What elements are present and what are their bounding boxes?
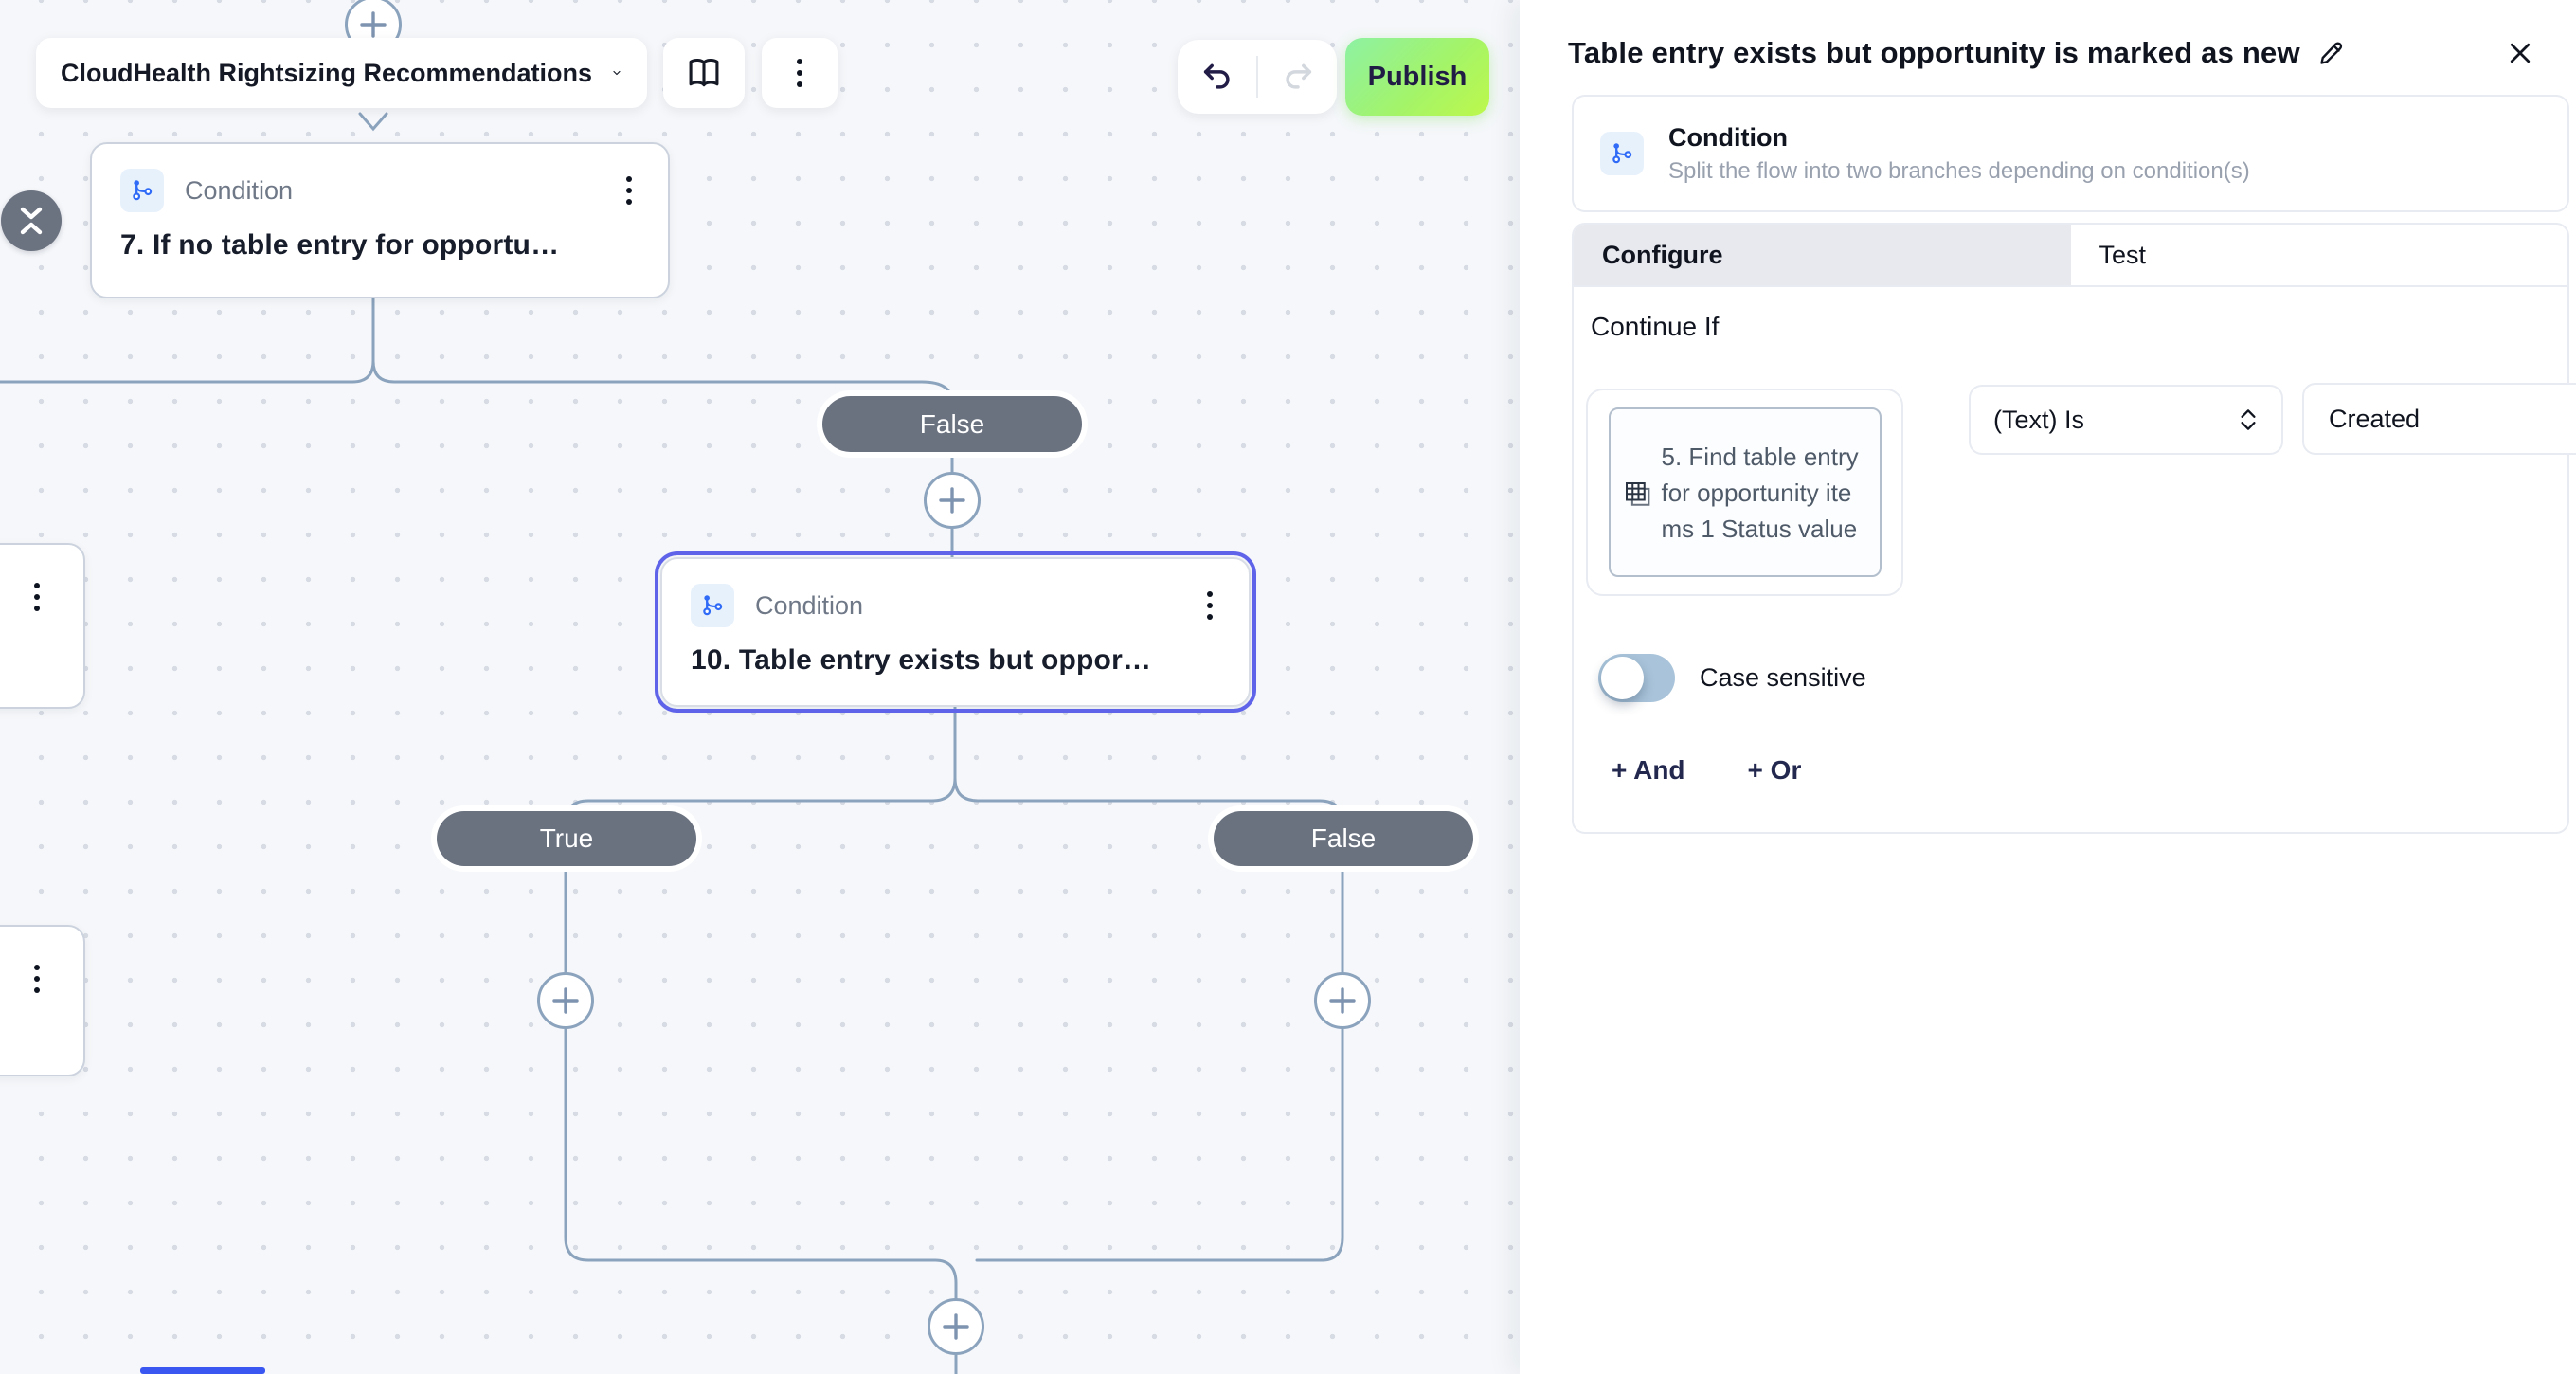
- add-step-button-merge[interactable]: [928, 1298, 984, 1355]
- branch-icon: [120, 169, 164, 212]
- flow-node-condition-7[interactable]: Condition 7. If no table entry for oppor…: [90, 142, 670, 298]
- collapse-icon: [20, 207, 43, 235]
- flow-name: CloudHealth Rightsizing Recommendations: [61, 58, 593, 87]
- case-sensitive-label: Case sensitive: [1700, 663, 1866, 692]
- divider: [1256, 56, 1258, 98]
- step-type-card: Condition Split the flow into two branch…: [1572, 95, 2569, 212]
- comparison-value-input[interactable]: [2302, 383, 2576, 455]
- configure-section: Configure Test Continue If 5. Find table…: [1572, 223, 2576, 834]
- node-menu-button[interactable]: [27, 961, 47, 997]
- canvas-scroll-indicator: [140, 1367, 265, 1374]
- docs-button[interactable]: [663, 38, 745, 108]
- step-config-panel: Table entry exists but opportunity is ma…: [1520, 0, 2576, 1374]
- canvas-menu-button[interactable]: [762, 38, 838, 108]
- updown-chevron-icon: [2241, 409, 2256, 430]
- chevron-down-icon: [613, 70, 621, 76]
- close-panel-button[interactable]: [2506, 39, 2534, 67]
- plus-icon: [939, 487, 965, 514]
- condition-operand-field: 5. Find table entry for opportunity item…: [1586, 389, 1903, 596]
- node-type-label: Condition: [185, 175, 294, 205]
- flow-node-partial-left-2[interactable]: [0, 925, 85, 1076]
- node-menu-button[interactable]: [1199, 588, 1220, 624]
- branch-label-true: True: [437, 811, 696, 866]
- branch-label-false: False: [1214, 811, 1473, 866]
- branch-icon: [1600, 132, 1644, 175]
- panel-title: Table entry exists but opportunity is ma…: [1568, 36, 2300, 69]
- data-reference-text: 5. Find table entry for opportunity item…: [1661, 442, 1859, 543]
- history-controls: [1178, 40, 1337, 114]
- operator-select[interactable]: (Text) Is: [1969, 385, 2283, 455]
- tab-configure[interactable]: Configure: [1574, 225, 2071, 285]
- collapse-branch-button[interactable]: [1, 190, 62, 251]
- add-step-button-false-branch[interactable]: [1314, 972, 1371, 1029]
- node-type-label: Condition: [755, 590, 864, 620]
- step-type-name: Condition: [1668, 122, 1788, 152]
- undo-button[interactable]: [1178, 40, 1256, 114]
- node-menu-button[interactable]: [27, 579, 47, 615]
- data-reference-chip[interactable]: 5. Find table entry for opportunity item…: [1608, 407, 1882, 577]
- add-step-button-false-top[interactable]: [924, 472, 981, 529]
- node-title: 10. Table entry exists but oppor…: [691, 644, 1152, 676]
- plus-icon: [943, 1313, 969, 1340]
- add-or-condition-button[interactable]: + Or: [1747, 755, 1802, 785]
- flow-node-condition-10[interactable]: Condition 10. Table entry exists but opp…: [655, 551, 1256, 713]
- close-icon: [2510, 43, 2531, 63]
- step-type-description: Split the flow into two branches dependi…: [1668, 157, 2250, 184]
- redo-icon: [1285, 63, 1311, 89]
- panel-tabs: Configure Test: [1574, 225, 2567, 287]
- operator-value: (Text) Is: [1993, 405, 2085, 434]
- kebab-icon: [789, 55, 810, 91]
- plus-icon: [552, 987, 579, 1014]
- node-title: 7. If no table entry for opportu…: [120, 229, 560, 261]
- add-and-condition-button[interactable]: + And: [1612, 755, 1685, 785]
- book-icon: [689, 58, 719, 87]
- plus-icon: [1329, 987, 1356, 1014]
- continue-if-label: Continue If: [1591, 312, 1720, 341]
- flow-name-dropdown[interactable]: CloudHealth Rightsizing Recommendations: [36, 38, 647, 108]
- rename-step-button[interactable]: [2317, 39, 2346, 67]
- plus-icon: [360, 11, 387, 38]
- case-sensitive-toggle[interactable]: [1598, 654, 1675, 702]
- publish-button[interactable]: Publish: [1345, 38, 1489, 116]
- add-step-button-true-branch[interactable]: [537, 972, 594, 1029]
- flow-node-partial-left-1[interactable]: [0, 543, 85, 709]
- branch-label-false-top: False: [822, 396, 1082, 452]
- redo-button[interactable]: [1258, 40, 1337, 114]
- edit-pencil-icon: [2320, 42, 2342, 64]
- node-menu-button[interactable]: [619, 172, 639, 208]
- branch-icon: [691, 584, 734, 627]
- undo-icon: [1203, 63, 1230, 89]
- tab-test[interactable]: Test: [2099, 240, 2147, 269]
- table-icon: [1625, 481, 1649, 506]
